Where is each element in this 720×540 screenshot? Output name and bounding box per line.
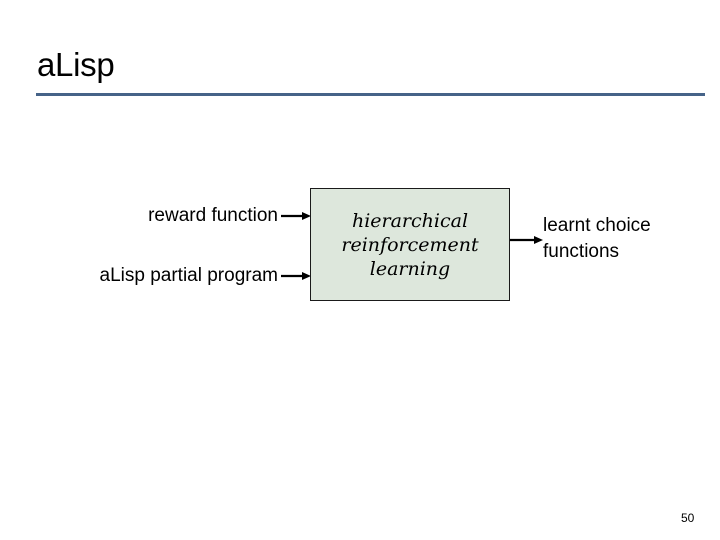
page-number: 50 [681,511,695,525]
arrow-right-icon [281,208,311,229]
process-box-line-3: learning [369,257,451,280]
input-label-reward-function: reward function [148,205,278,226]
process-box-line-1: hierarchical [351,209,469,232]
input-label-alisp-partial-program: aLisp partial program [99,265,278,286]
process-box-hierarchical-reinforcement-learning: hierarchical reinforcement learning [310,188,510,301]
title-divider [36,93,705,96]
process-box-line-2: reinforcement [341,233,479,256]
output-label-learnt-choice-functions: learnt choice functions [543,215,651,262]
page-title: aLisp [37,46,115,83]
arrow-right-icon [281,268,311,289]
arrow-right-icon [510,232,543,253]
